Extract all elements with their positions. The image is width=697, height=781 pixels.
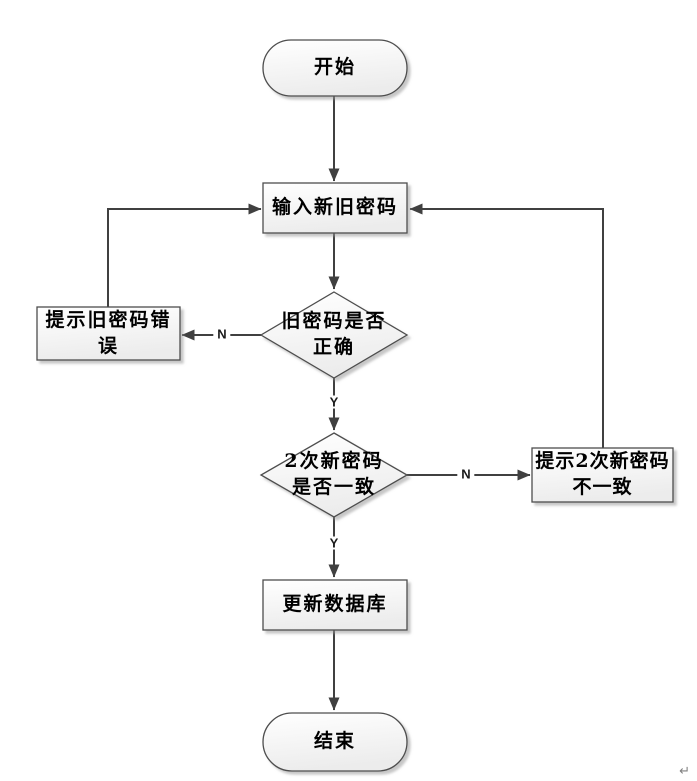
new-error-process-shape	[531, 447, 674, 503]
node-check-old-label: 旧密码是否 正确	[281, 310, 387, 358]
edge-label-check-new-yes: Y	[325, 536, 343, 550]
edge-label-check-old-yes: Y	[325, 395, 343, 409]
update-db-process-shape	[262, 579, 408, 631]
node-old-error-label: 提示旧密码错 误	[45, 308, 172, 357]
node-end-label: 结束	[313, 730, 356, 753]
start-terminator-shape	[262, 39, 408, 97]
check-old-decision-shape	[259, 291, 409, 379]
check-new-decision-shape	[259, 432, 409, 518]
edge-old-error-to-input	[107, 203, 262, 307]
end-terminator-shape	[262, 712, 408, 772]
paragraph-return-mark: ↵	[679, 764, 690, 779]
node-update-db-label: 更新数据库	[282, 593, 388, 616]
node-new-error-label: 提示2次新密码 不一致	[535, 450, 670, 498]
node-input-label: 输入新旧密码	[271, 196, 398, 219]
node-start-label: 开始	[313, 56, 356, 79]
edge-new-error-to-input	[409, 203, 604, 448]
edge-label-check-new-no: N	[457, 467, 475, 481]
input-process-shape	[262, 182, 408, 234]
shape-group	[36, 39, 674, 772]
old-error-process-shape	[36, 306, 181, 361]
edge-label-check-old-no: N	[213, 327, 231, 341]
node-check-new-label: 2次新密码 是否一致	[284, 450, 384, 498]
